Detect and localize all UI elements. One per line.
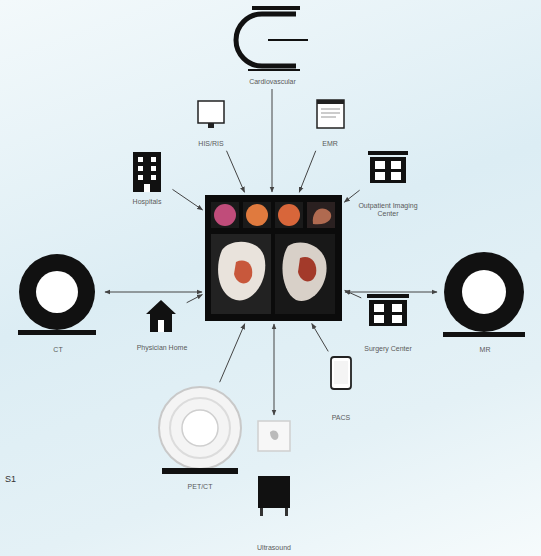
system-node: Cardiovascular (235, 2, 310, 86)
flow-arrow (105, 292, 202, 293)
system-node: Hospitals (124, 148, 170, 206)
system-node: Outpatient Imaging Center (362, 148, 414, 218)
node-label: Ultrasound (246, 544, 302, 552)
node-label: MR (434, 346, 536, 354)
building-icon (133, 152, 161, 192)
node-label: Hospitals (118, 198, 176, 206)
flow-arrow (312, 324, 328, 352)
flow-arrow (274, 324, 275, 415)
system-node: HIS/RIS (190, 98, 232, 148)
system-node: Surgery Center (364, 291, 412, 353)
cardiac-image-screen (205, 195, 342, 321)
monitor-icon (198, 101, 224, 128)
pet-ct-scanner-icon (159, 387, 241, 474)
building-icon (368, 151, 408, 183)
c-arm-icon (236, 8, 308, 70)
tablet-icon (331, 357, 351, 389)
ct-scanner-icon (18, 254, 96, 335)
flow-arrow (272, 89, 273, 192)
system-node: EMR (308, 98, 352, 148)
node-label: EMR (302, 140, 358, 148)
node-label: CT (8, 346, 108, 354)
flow-arrow (187, 295, 203, 303)
flow-arrow (220, 324, 245, 382)
flow-arrow (344, 190, 359, 202)
building-icon (367, 294, 409, 326)
node-label: PACS (316, 414, 366, 422)
system-node: CT (14, 252, 102, 354)
house-icon (146, 300, 176, 332)
margin-note: S1 (5, 474, 16, 484)
document-icon (317, 100, 344, 128)
node-label: PET/CT (152, 483, 248, 491)
ultrasound-icon (258, 421, 290, 516)
flow-arrow (172, 189, 202, 210)
hub-image-node (205, 195, 342, 321)
node-label: Physician Home (134, 344, 190, 352)
flow-arrow (227, 151, 245, 192)
system-node: PACS (322, 354, 360, 422)
system-node: MR (440, 250, 530, 354)
flow-arrow (345, 290, 362, 297)
flow-arrow (345, 292, 437, 293)
node-label: HIS/RIS (184, 140, 238, 148)
system-node: PET/CT (158, 385, 242, 491)
node-label: Surgery Center (358, 345, 418, 353)
flow-arrow (299, 151, 316, 192)
mr-scanner-icon (443, 252, 525, 337)
system-node: Ultrasound (252, 418, 296, 552)
system-node: Physician Home (140, 298, 184, 352)
node-label: Outpatient Imaging Center (356, 202, 420, 218)
node-label: Cardiovascular (229, 78, 316, 86)
